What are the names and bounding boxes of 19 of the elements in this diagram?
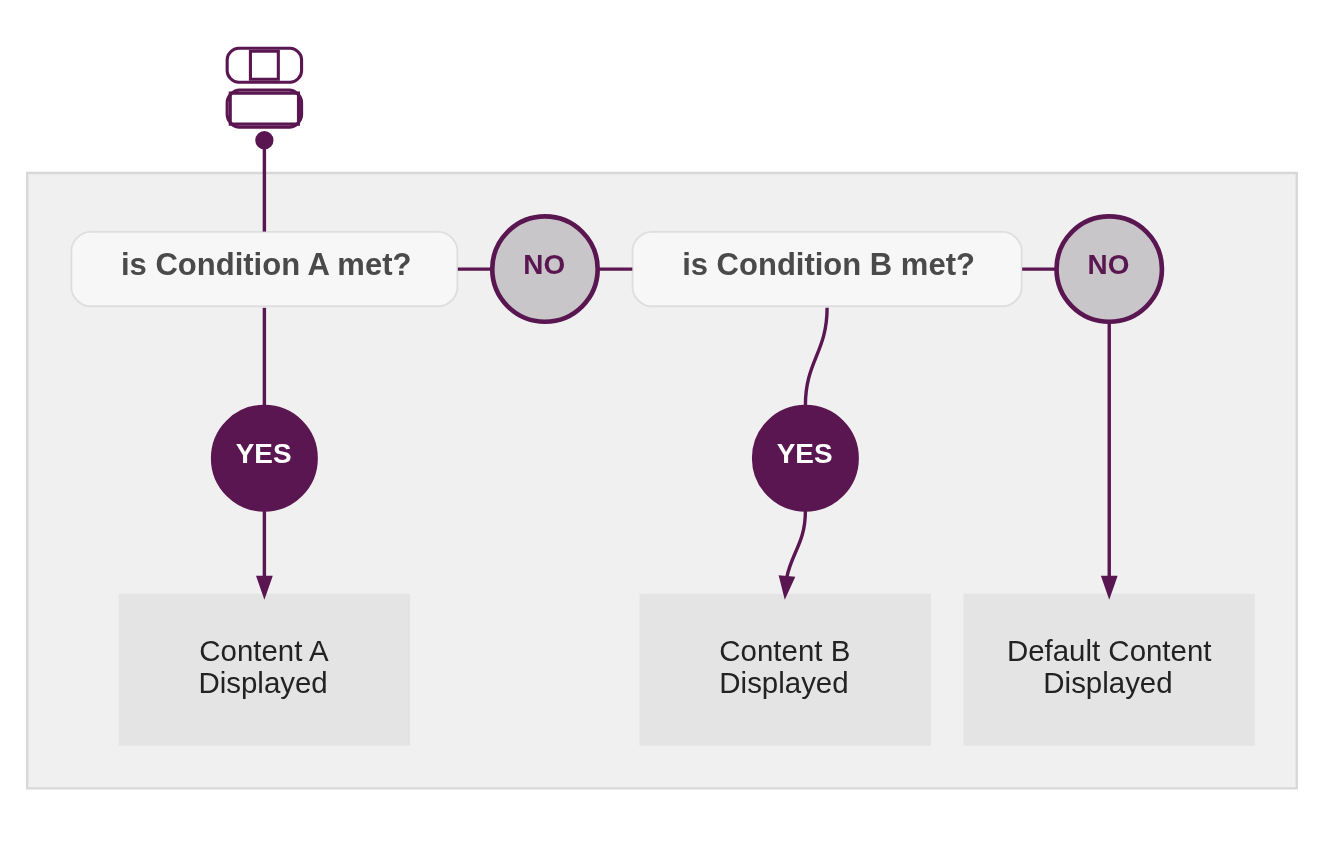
connector bbox=[597, 266, 633, 271]
connector bbox=[803, 307, 829, 406]
connector bbox=[1022, 266, 1057, 271]
node-box: Default Content Displayed bbox=[963, 593, 1255, 746]
arrow bbox=[1100, 321, 1118, 600]
node-box: Content B Displayed bbox=[639, 593, 931, 746]
connector bbox=[457, 266, 492, 271]
node-circle: NO bbox=[489, 213, 600, 324]
cluster bbox=[26, 171, 1298, 790]
arrow bbox=[778, 510, 808, 600]
connector bbox=[262, 307, 267, 405]
node-box: is Condition B met? bbox=[631, 230, 1023, 307]
arrow bbox=[256, 510, 273, 600]
node-circle: YES bbox=[210, 404, 318, 512]
node-box: Content A Displayed bbox=[118, 593, 411, 746]
connector bbox=[255, 130, 274, 232]
node-box: is Condition A met? bbox=[70, 230, 459, 307]
node-circle: YES bbox=[751, 404, 859, 512]
node-circle: NO bbox=[1054, 213, 1165, 324]
